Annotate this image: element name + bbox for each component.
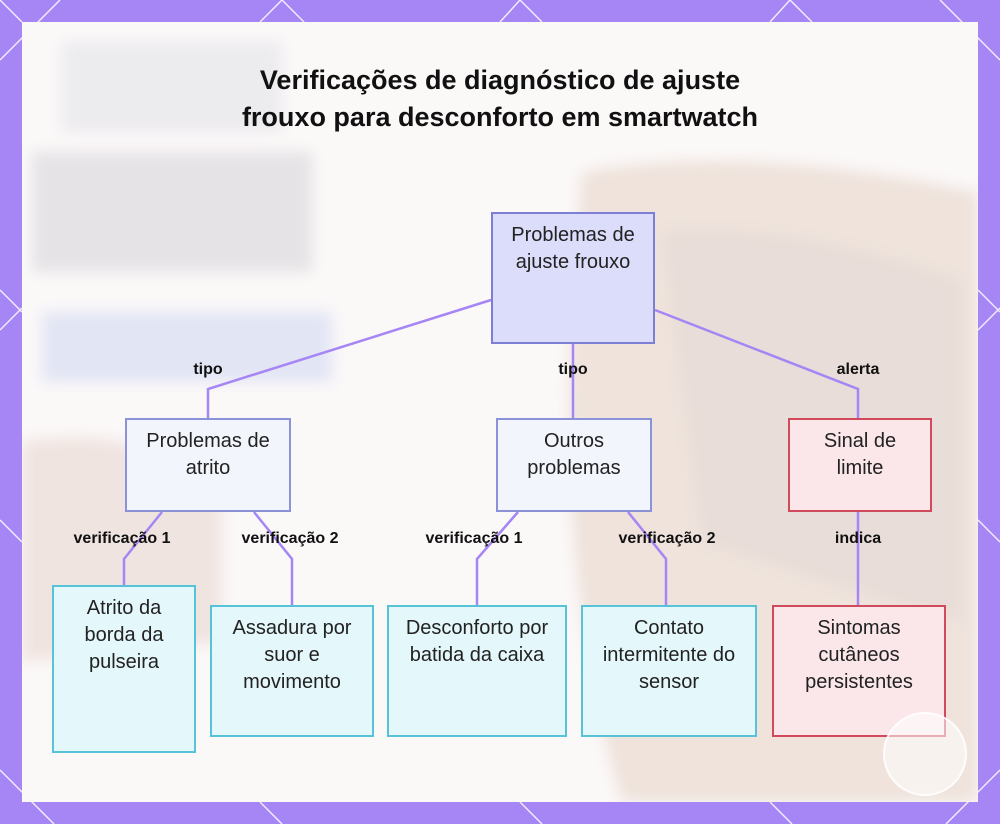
node-limit-signal-label: Sinal de limite — [823, 430, 897, 479]
edge-label-other-check2: verificação 2 — [618, 530, 716, 547]
node-intermittent-sensor-contact-label: Contato intermitente do sensor — [602, 617, 736, 693]
diagram-title: Verificações de diagnóstico de ajuste fr… — [241, 65, 759, 132]
edge-label-alerta: alerta — [836, 361, 880, 378]
edge-root-limit — [654, 308, 860, 418]
diagram-card: Verificações de diagnóstico de ajuste fr… — [22, 22, 978, 802]
edge-root-friction — [206, 298, 492, 418]
node-other-problems-label: Outros problemas — [527, 430, 621, 479]
edge-other-check1 — [475, 511, 519, 605]
edge-label-indica: indica — [834, 530, 882, 547]
node-loose-fit-problems-label: Problemas de ajuste frouxo — [511, 224, 635, 273]
node-case-impact-discomfort-label: Desconforto por batida da caixa — [405, 617, 549, 666]
watermark-logo — [883, 712, 967, 796]
node-friction-problems: Problemas de atrito — [125, 418, 291, 512]
edge-label-tipo-left: tipo — [193, 361, 223, 378]
edge-friction-check1 — [122, 511, 163, 585]
edge-label-friction-check2: verificação 2 — [241, 530, 339, 547]
node-intermittent-sensor-contact: Contato intermitente do sensor — [581, 605, 757, 737]
edge-label-tipo-center: tipo — [558, 361, 588, 378]
node-limit-signal: Sinal de limite — [788, 418, 932, 512]
edge-other-check2 — [627, 511, 668, 605]
connector-lines — [122, 298, 860, 605]
node-persistent-skin-symptoms-label: Sintomas cutâneos persistentes — [805, 617, 913, 693]
node-other-problems: Outros problemas — [496, 418, 652, 512]
node-sweat-rash: Assadura por suor e movimento — [210, 605, 374, 737]
node-loose-fit-problems: Problemas de ajuste frouxo — [491, 212, 655, 344]
node-band-edge-friction: Atrito da borda da pulseira — [52, 585, 196, 753]
node-band-edge-friction-label: Atrito da borda da pulseira — [84, 597, 164, 673]
edge-label-other-check1: verificação 1 — [425, 530, 523, 547]
node-case-impact-discomfort: Desconforto por batida da caixa — [387, 605, 567, 737]
edge-friction-check2 — [253, 511, 294, 605]
node-sweat-rash-label: Assadura por suor e movimento — [232, 617, 352, 693]
edge-label-friction-check1: verificação 1 — [73, 530, 171, 547]
node-friction-problems-label: Problemas de atrito — [146, 430, 270, 479]
